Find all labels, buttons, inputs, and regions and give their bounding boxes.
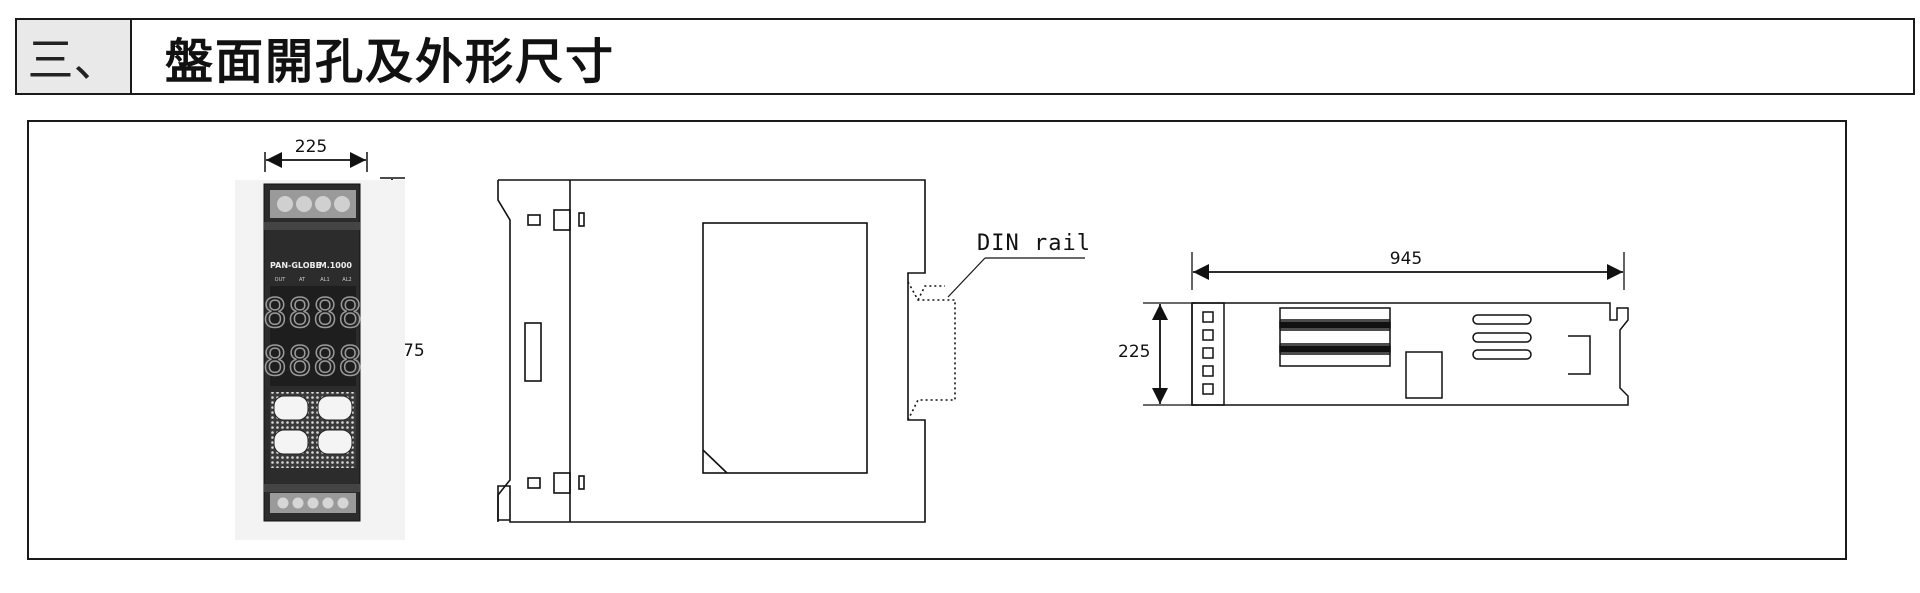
top-height-label: 225 (1118, 342, 1150, 362)
display-process-value: 8888 (263, 291, 363, 337)
key-button (273, 395, 309, 421)
front-width-label: 225 (295, 137, 327, 157)
indicator-al2: AL2 (342, 277, 351, 283)
side-view (497, 179, 1085, 523)
indicator-al1: AL1 (320, 277, 329, 283)
display-set-value: 8888 (263, 339, 363, 385)
top-length-label: 945 (1390, 249, 1422, 269)
din-rail-label: DIN rail (977, 231, 1091, 256)
section-number: 三、 (17, 20, 132, 93)
key-button (273, 429, 309, 455)
indicator-at: AT (299, 277, 306, 283)
front-view: 225 75 PAN-GLOBE M.1000 OUT AT AL1 AL2 8… (235, 137, 425, 540)
model-label: M.1000 (319, 261, 353, 270)
key-button (317, 395, 353, 421)
section-header: 三、 盤面開孔及外形尺寸 (15, 18, 1915, 95)
key-button (317, 429, 353, 455)
brand-logo: PAN-GLOBE (270, 261, 321, 270)
section-title: 盤面開孔及外形尺寸 (165, 33, 616, 90)
front-height-label: 75 (403, 341, 425, 361)
top-view: 945 225 (1118, 249, 1629, 406)
indicator-out: OUT (275, 277, 287, 283)
drawing-frame (27, 120, 1847, 560)
